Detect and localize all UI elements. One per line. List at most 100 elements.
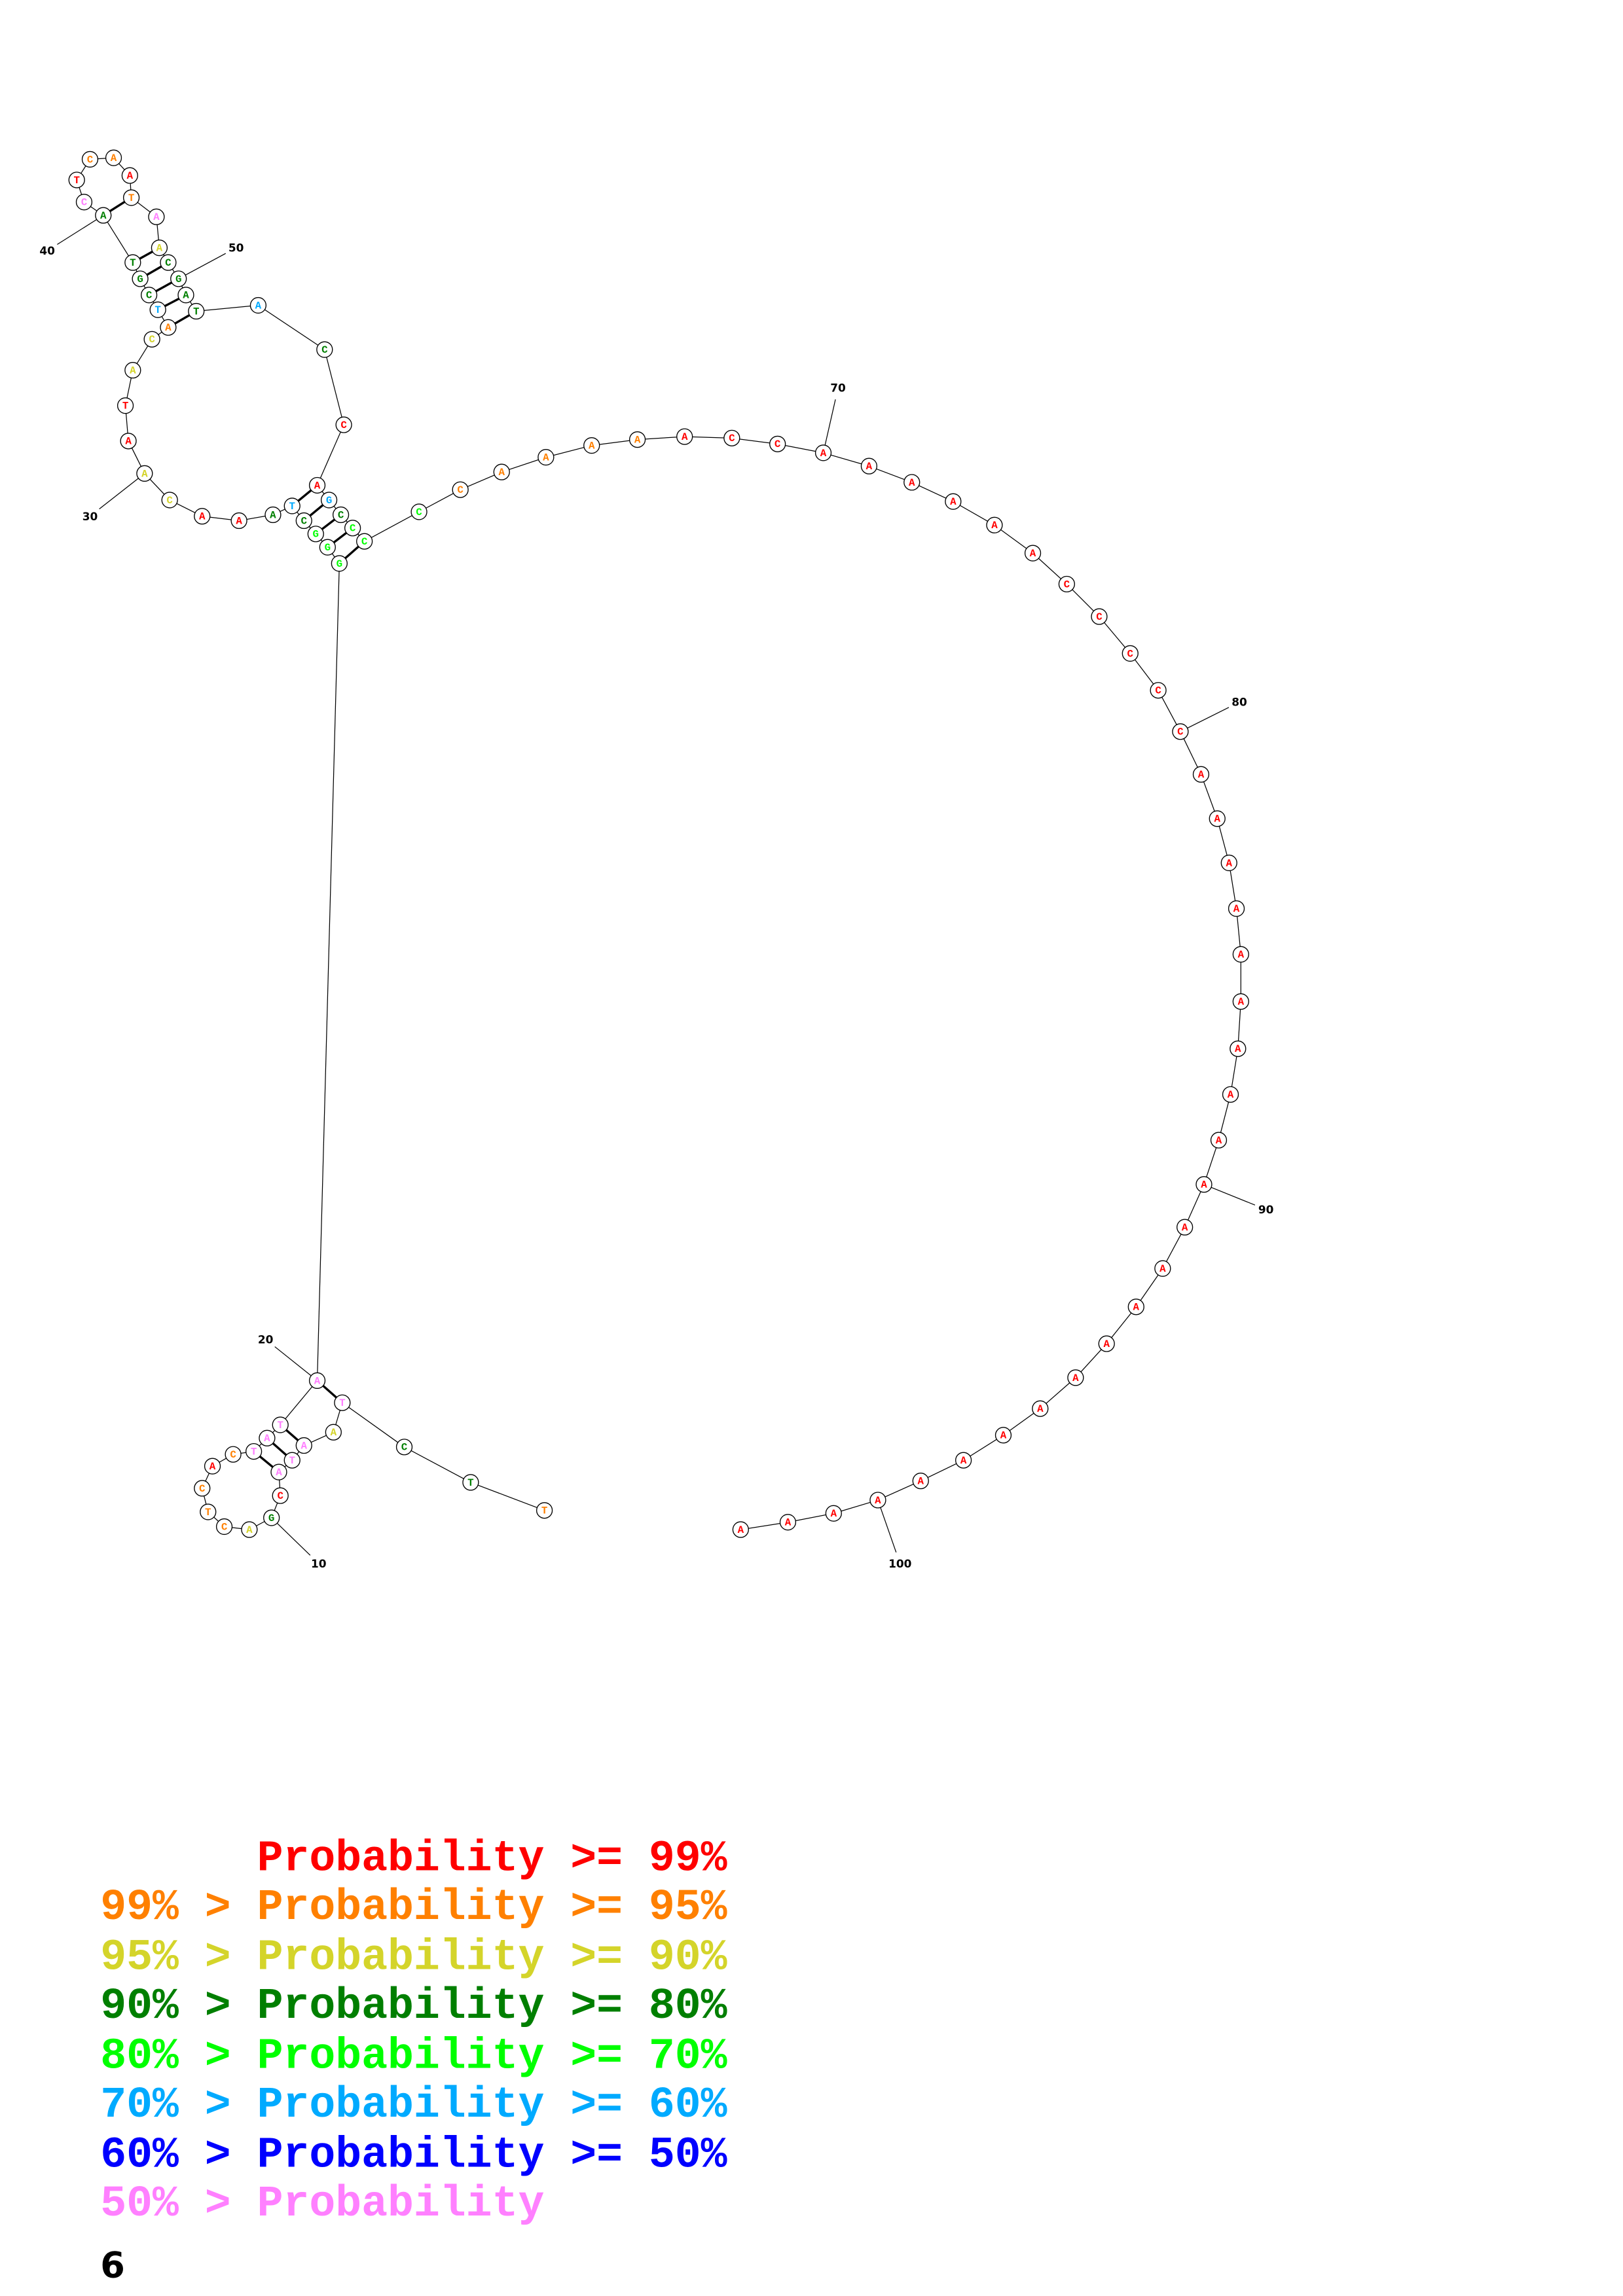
nucleotide-letter: T [155, 304, 160, 316]
backbone-segment [470, 1482, 545, 1511]
nucleotide-84: A [1228, 900, 1245, 917]
nucleotide-91: A [1176, 1219, 1194, 1236]
nucleotide-3: C [395, 1439, 413, 1456]
position-tick [1203, 1184, 1256, 1206]
legend-line-80: 90% > Probability >= 80% [100, 1982, 727, 2031]
nucleotide-circle [1122, 645, 1139, 662]
backbone-segment [258, 304, 325, 350]
nucleotide-4: T [334, 1394, 351, 1411]
nucleotide-letter: A [276, 1467, 282, 1479]
nucleotide-circle [241, 1521, 258, 1538]
nucleotide-letter: C [199, 1483, 206, 1495]
nucleotide-20: A [308, 1372, 326, 1390]
legend-line-60: 70% > Probability >= 60% [100, 2081, 727, 2130]
nucleotide-circle [1067, 1369, 1084, 1386]
nucleotide-72: A [903, 474, 921, 491]
nucleotide-circle [1172, 723, 1189, 740]
nucleotide-circle [994, 1427, 1012, 1444]
nucleotide-letter: A [831, 1508, 837, 1520]
nucleotide-circle [1195, 1176, 1213, 1193]
nucleotide-letter: A [270, 509, 276, 521]
nucleotide-circle [200, 1503, 217, 1520]
nucleotide-78: C [1122, 645, 1139, 662]
nucleotide-circle [779, 1514, 797, 1531]
nucleotide-25: T [283, 497, 301, 514]
nucleotide-circle [732, 1521, 749, 1538]
nucleotide-circle [295, 1437, 312, 1454]
nucleotide-circle [264, 506, 282, 524]
nucleotide-letter: C [165, 257, 172, 269]
nucleotide-letter: A [199, 511, 206, 523]
nucleotide-14: C [194, 1480, 211, 1497]
position-tick [877, 1499, 897, 1553]
nucleotide-88: A [1222, 1086, 1239, 1103]
position-tick [274, 1346, 318, 1381]
nucleotide-circle [676, 428, 693, 445]
position-label-30: 30 [82, 510, 98, 523]
nucleotide-circle [462, 1474, 479, 1491]
nucleotide-circle [814, 444, 832, 461]
nucleotide-67: A [676, 428, 693, 445]
nucleotide-95: A [1067, 1369, 1084, 1386]
nucleotide-circle [263, 1509, 280, 1526]
nucleotide-40: A [95, 207, 112, 224]
nucleotide-33: A [124, 362, 141, 379]
nucleotide-circle [1091, 608, 1108, 625]
position-tick [99, 473, 145, 510]
nucleotide-35: A [160, 319, 177, 336]
nucleotide-66: A [629, 431, 646, 448]
backbone-segment [404, 1446, 471, 1483]
nucleotide-letter: A [1182, 1222, 1188, 1234]
nucleotide-circle [1192, 766, 1210, 783]
nucleotide-38: G [132, 270, 149, 287]
nucleotide-circle [1230, 1040, 1247, 1057]
nucleotide-letter: A [991, 520, 998, 531]
nucleotide-letter: A [820, 448, 827, 459]
nucleotide-102: A [779, 1514, 797, 1531]
nucleotide-circle [538, 449, 555, 466]
nucleotide-11: A [241, 1521, 258, 1538]
nucleotide-circle [160, 319, 177, 336]
nucleotide-circle [395, 1439, 413, 1456]
position-label-100: 100 [888, 1557, 911, 1570]
nucleotide-39: T [124, 254, 141, 271]
nucleotide-letter: A [125, 436, 132, 448]
nucleotide-81: A [1192, 766, 1210, 783]
nucleotide-circle [117, 397, 134, 414]
nucleotide-17: T [246, 1443, 263, 1460]
nucleotide-69: C [769, 435, 786, 452]
nucleotide-circle [1228, 900, 1245, 917]
backbone [76, 157, 1241, 1530]
nucleotide-99: A [912, 1473, 929, 1490]
nucleotide-26: A [264, 506, 282, 524]
nucleotide-letter: A [331, 1427, 337, 1439]
nucleotide-letter: A [1201, 1179, 1207, 1191]
nucleotide-80: C [1172, 723, 1189, 740]
nucleotide-101: A [825, 1505, 842, 1522]
nucleotide-letter: A [255, 300, 262, 312]
nucleotide-circle [143, 331, 160, 348]
nucleotide-circle [334, 1394, 351, 1411]
nucleotide-8: A [270, 1463, 287, 1480]
nucleotide-43: C [81, 151, 99, 168]
nucleotide-letter: G [137, 274, 143, 285]
nucleotide-circle [149, 301, 166, 318]
nucleotide-letter: A [183, 290, 189, 302]
nucleotide-circle [769, 435, 786, 452]
nucleotide-letter: C [166, 495, 173, 507]
nucleotide-79: C [1150, 682, 1167, 699]
legend-line-99: Probability >= 99% [100, 1835, 727, 1884]
backbone-segment [316, 563, 340, 1381]
nucleotide-circle [825, 1505, 842, 1522]
nucleotide-circle [161, 492, 178, 509]
nucleotide-circle [1176, 1219, 1194, 1236]
nucleotide-letter: A [909, 477, 915, 489]
position-label-40: 40 [39, 244, 55, 257]
nucleotide-circle [986, 516, 1003, 533]
nucleotide-letter: C [146, 290, 153, 302]
nucleotide-circle [283, 1452, 301, 1469]
nucleotide-circle [1209, 810, 1226, 827]
nucleotide-letter: T [73, 175, 79, 187]
nucleotide-letter: C [1096, 611, 1103, 623]
